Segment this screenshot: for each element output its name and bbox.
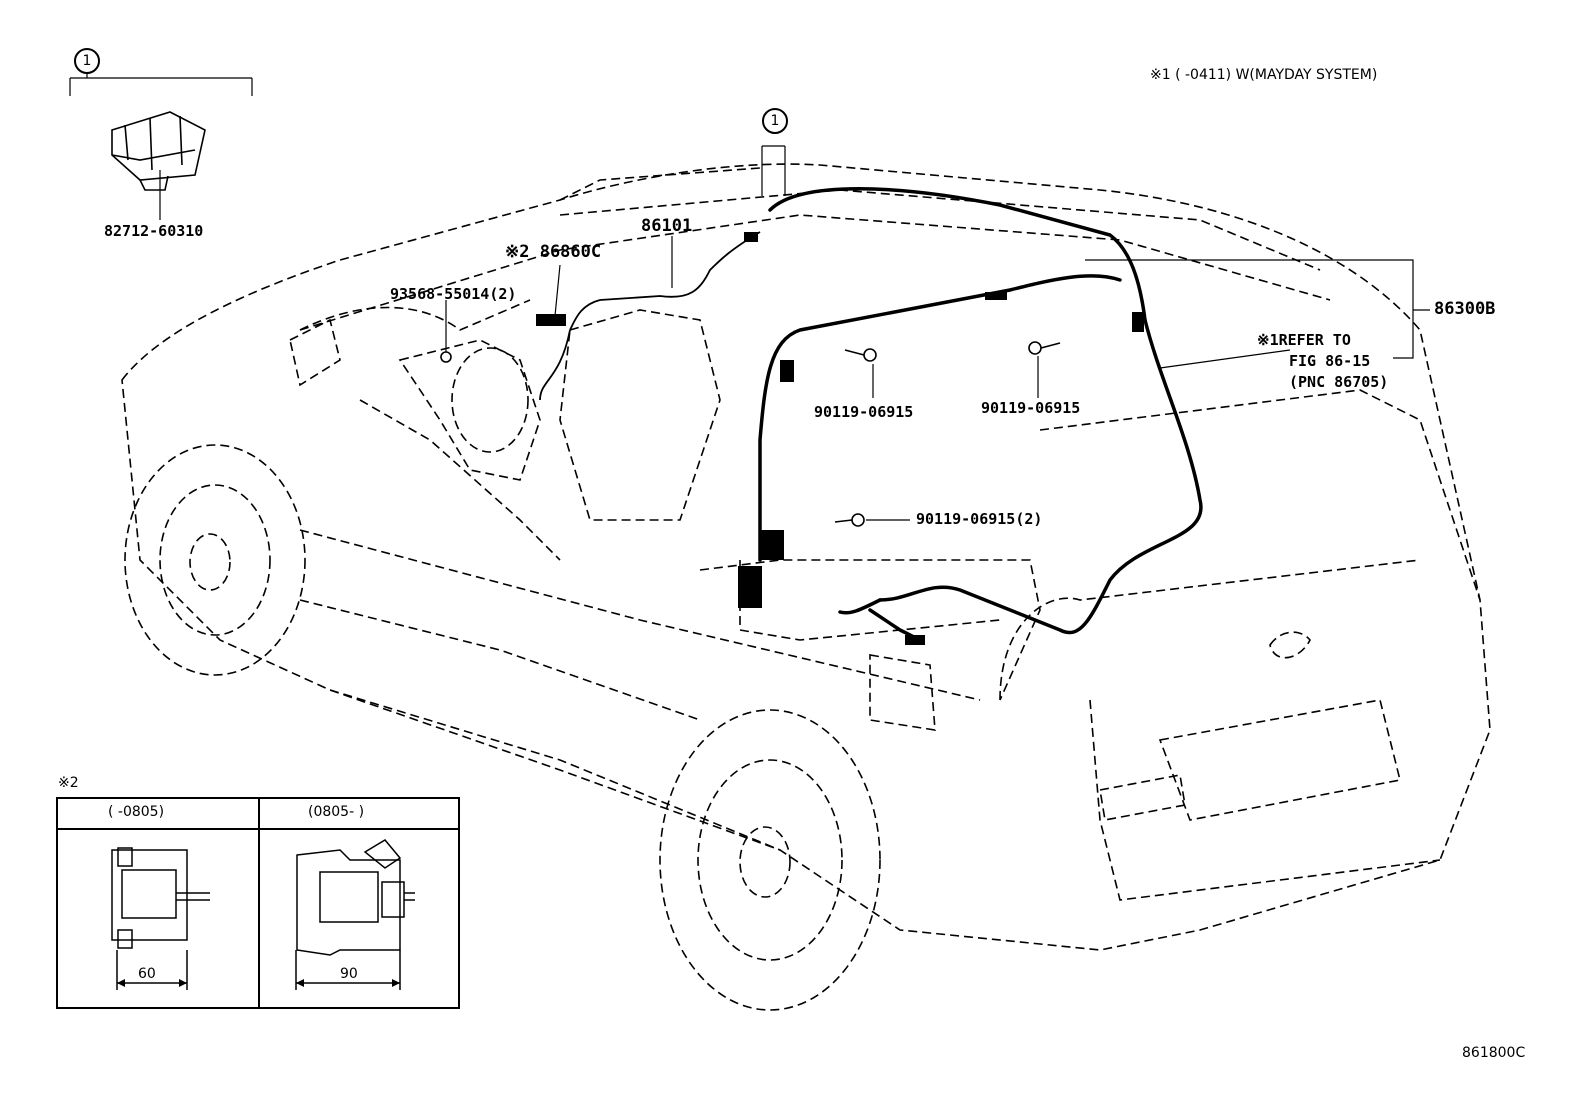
refer-note-line-2: FIG 86-15 (1289, 352, 1371, 370)
part-label-bolt-1: 90119-06915 (814, 403, 914, 421)
part-label-clip: 93568-55014(2) (390, 285, 517, 303)
inset-right-header: (0805- ) (308, 804, 365, 820)
inset-marker: ※2 (58, 775, 79, 791)
inset-left-header: ( -0805) (108, 804, 165, 820)
refer-note-line-1: ※1REFER TO (1257, 331, 1351, 349)
refer-note-line-3: (PNC 86705) (1289, 373, 1389, 391)
part-label-harness: 86300B (1434, 299, 1496, 319)
ecu-variant-inset: ( -0805) (0805- ) 60 90 (56, 797, 460, 1009)
header-note: ※1 ( -0411) W(MAYDAY SYSTEM) (1150, 67, 1378, 83)
part-label-bolt-2: 90119-06915 (981, 399, 1081, 417)
inset-right-dimension: 90 (340, 966, 358, 982)
inset-left-dimension: 60 (138, 966, 156, 982)
part-label-bracket: 82712-60310 (104, 222, 204, 240)
inset-divider (258, 799, 260, 1007)
figure-code: 861800C (1462, 1045, 1526, 1061)
callout-circle-1: 1 (74, 48, 100, 74)
part-label-bolt-3: 90119-06915(2) (916, 510, 1043, 528)
part-label-antenna-cord: 86101 (641, 216, 693, 236)
part-label-ecu: ※2 86860C (505, 242, 602, 262)
callout-circle-1-harness: 1 (762, 108, 788, 134)
